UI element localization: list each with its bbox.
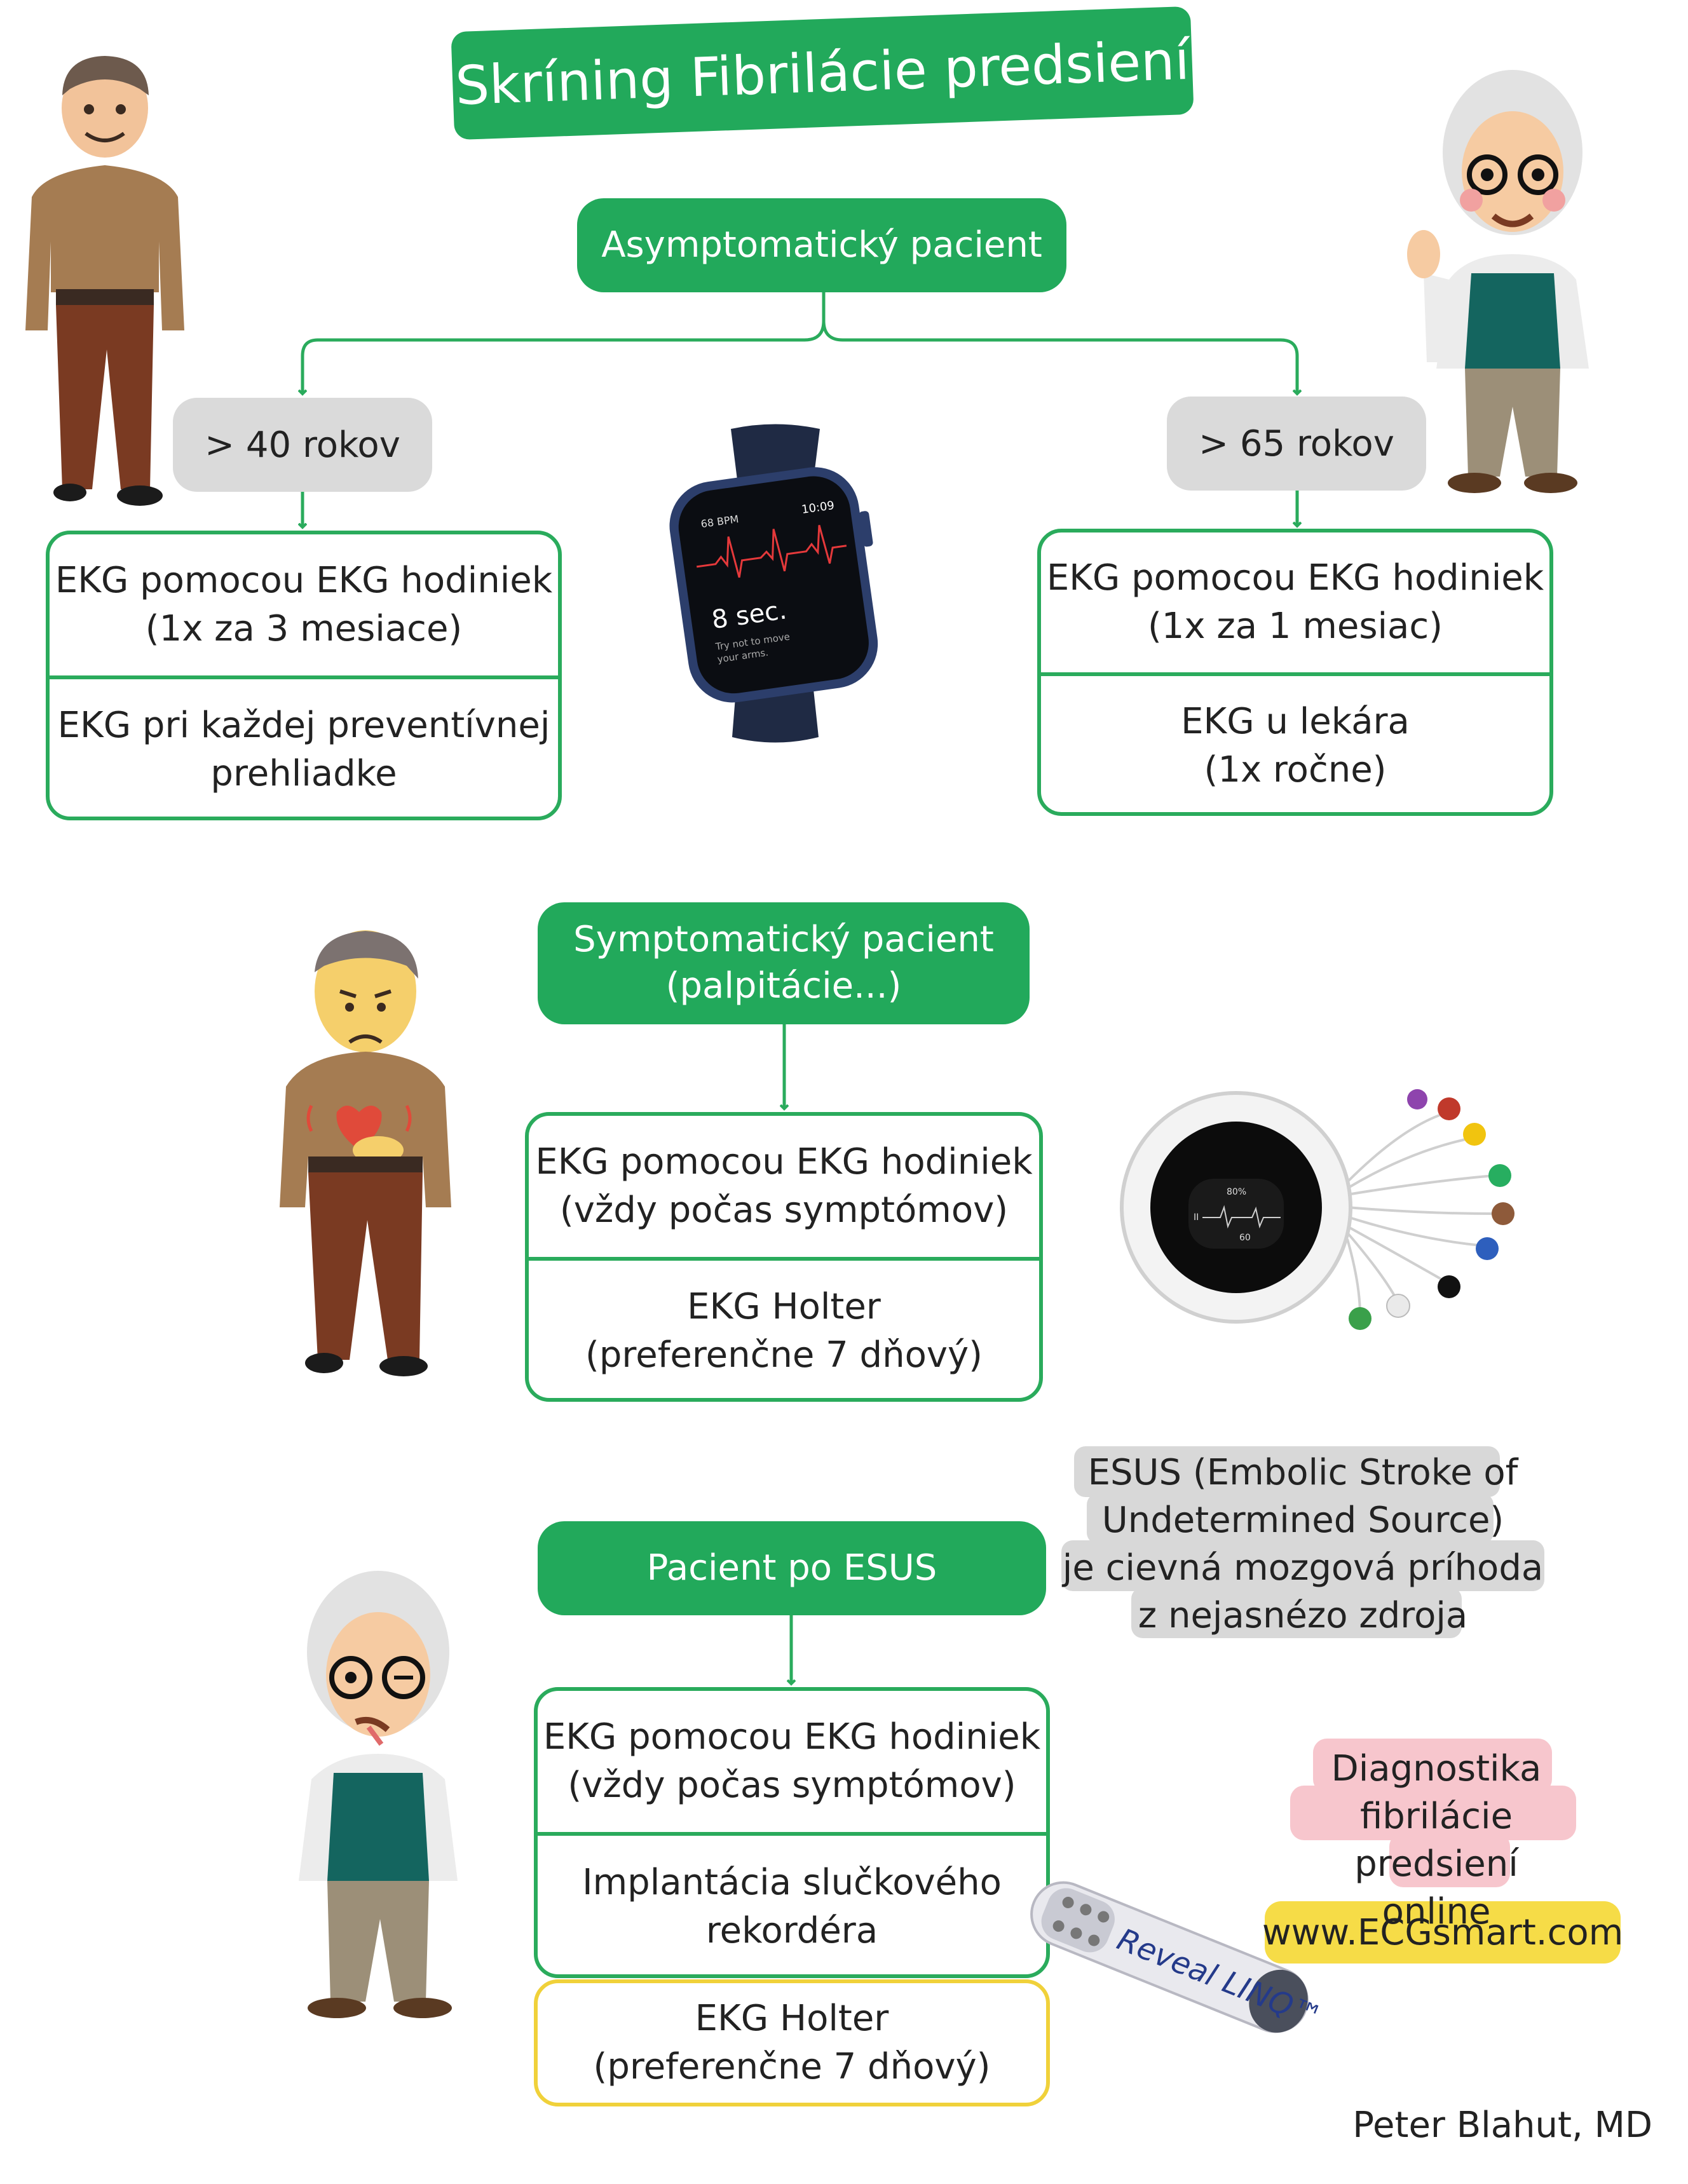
palpitation-man-illustration bbox=[280, 930, 451, 1376]
box-cell: EKG u lekára (1x ročne) bbox=[1181, 701, 1410, 790]
box-cell: EKG Holter (preferenčne 7 dňový) bbox=[585, 1286, 983, 1376]
esus-box: EKG pomocou EKG hodiniek (vždy počas sym… bbox=[534, 1687, 1050, 1978]
elderly-man-illustration bbox=[1407, 70, 1589, 493]
box-cell: EKG pomocou EKG hodiniek (vždy počas sym… bbox=[535, 1141, 1033, 1231]
esus-definition: ESUS (Embolic Stroke of Undetermined Sou… bbox=[1055, 1442, 1551, 1652]
branch-connector bbox=[822, 320, 1297, 394]
man-illustration bbox=[25, 56, 184, 506]
author-credit: Peter Blahut, MD bbox=[1352, 2105, 1652, 2146]
box-divider bbox=[1041, 672, 1549, 676]
promo-url-link[interactable]: www.ECGsmart.com bbox=[1262, 1911, 1624, 1953]
watch-ecg-trace bbox=[696, 525, 847, 578]
holter-ecg-trace bbox=[1202, 1205, 1281, 1229]
asymptomatic-header: Asymptomatický pacient bbox=[577, 198, 1066, 292]
screening-box-40: EKG pomocou EKG hodiniek (1x za 3 mesiac… bbox=[46, 531, 562, 820]
esus-holter-box: EKG Holter (preferenčne 7 dňový) bbox=[534, 1979, 1050, 2106]
box-cell: EKG Holter (preferenčne 7 dňový) bbox=[593, 1998, 991, 2087]
age-pill-65: > 65 rokov bbox=[1167, 397, 1426, 491]
esus-header: Pacient po ESUS bbox=[538, 1521, 1046, 1615]
screening-box-65: EKG pomocou EKG hodiniek (1x za 1 mesiac… bbox=[1037, 529, 1553, 816]
holter-lead: II bbox=[1194, 1212, 1199, 1223]
box-cell: EKG pomocou EKG hodiniek (1x za 1 mesiac… bbox=[1046, 557, 1544, 647]
promo-highlight bbox=[1265, 1739, 1621, 1964]
esus-note-text: ESUS (Embolic Stroke of Undetermined Sou… bbox=[1062, 1452, 1544, 1636]
box-divider bbox=[538, 1832, 1046, 1836]
smartwatch-illustration: 68 BPM 10:09 8 sec. Try not to move your… bbox=[669, 424, 878, 743]
holter-heart-rate: 60 bbox=[1239, 1233, 1251, 1243]
box-divider bbox=[50, 675, 558, 679]
symptomatic-box: EKG pomocou EKG hodiniek (vždy počas sym… bbox=[525, 1112, 1043, 1402]
esus-note-highlight bbox=[1061, 1446, 1544, 1638]
symptomatic-header: Symptomatický pacient (palpitácie...) bbox=[538, 902, 1030, 1024]
box-cell: EKG pomocou EKG hodiniek (1x za 3 mesiac… bbox=[55, 560, 553, 649]
box-cell: EKG pri každej preventívnej prehliadke bbox=[57, 705, 550, 794]
age-pill-40: > 40 rokov bbox=[173, 398, 432, 492]
box-cell: EKG pomocou EKG hodiniek (vždy počas sym… bbox=[543, 1716, 1041, 1806]
holter-battery: 80% bbox=[1227, 1187, 1246, 1197]
box-cell: Implantácia slučkového rekordéra bbox=[582, 1862, 1002, 1951]
holter-monitor-illustration: 80% II 60 bbox=[1120, 1089, 1514, 1330]
box-divider bbox=[529, 1257, 1039, 1261]
promo-text: Diagnostika fibrilácie predsiení online bbox=[1331, 1748, 1542, 1932]
stroke-patient-illustration bbox=[299, 1571, 458, 2018]
branch-connector bbox=[303, 292, 826, 394]
